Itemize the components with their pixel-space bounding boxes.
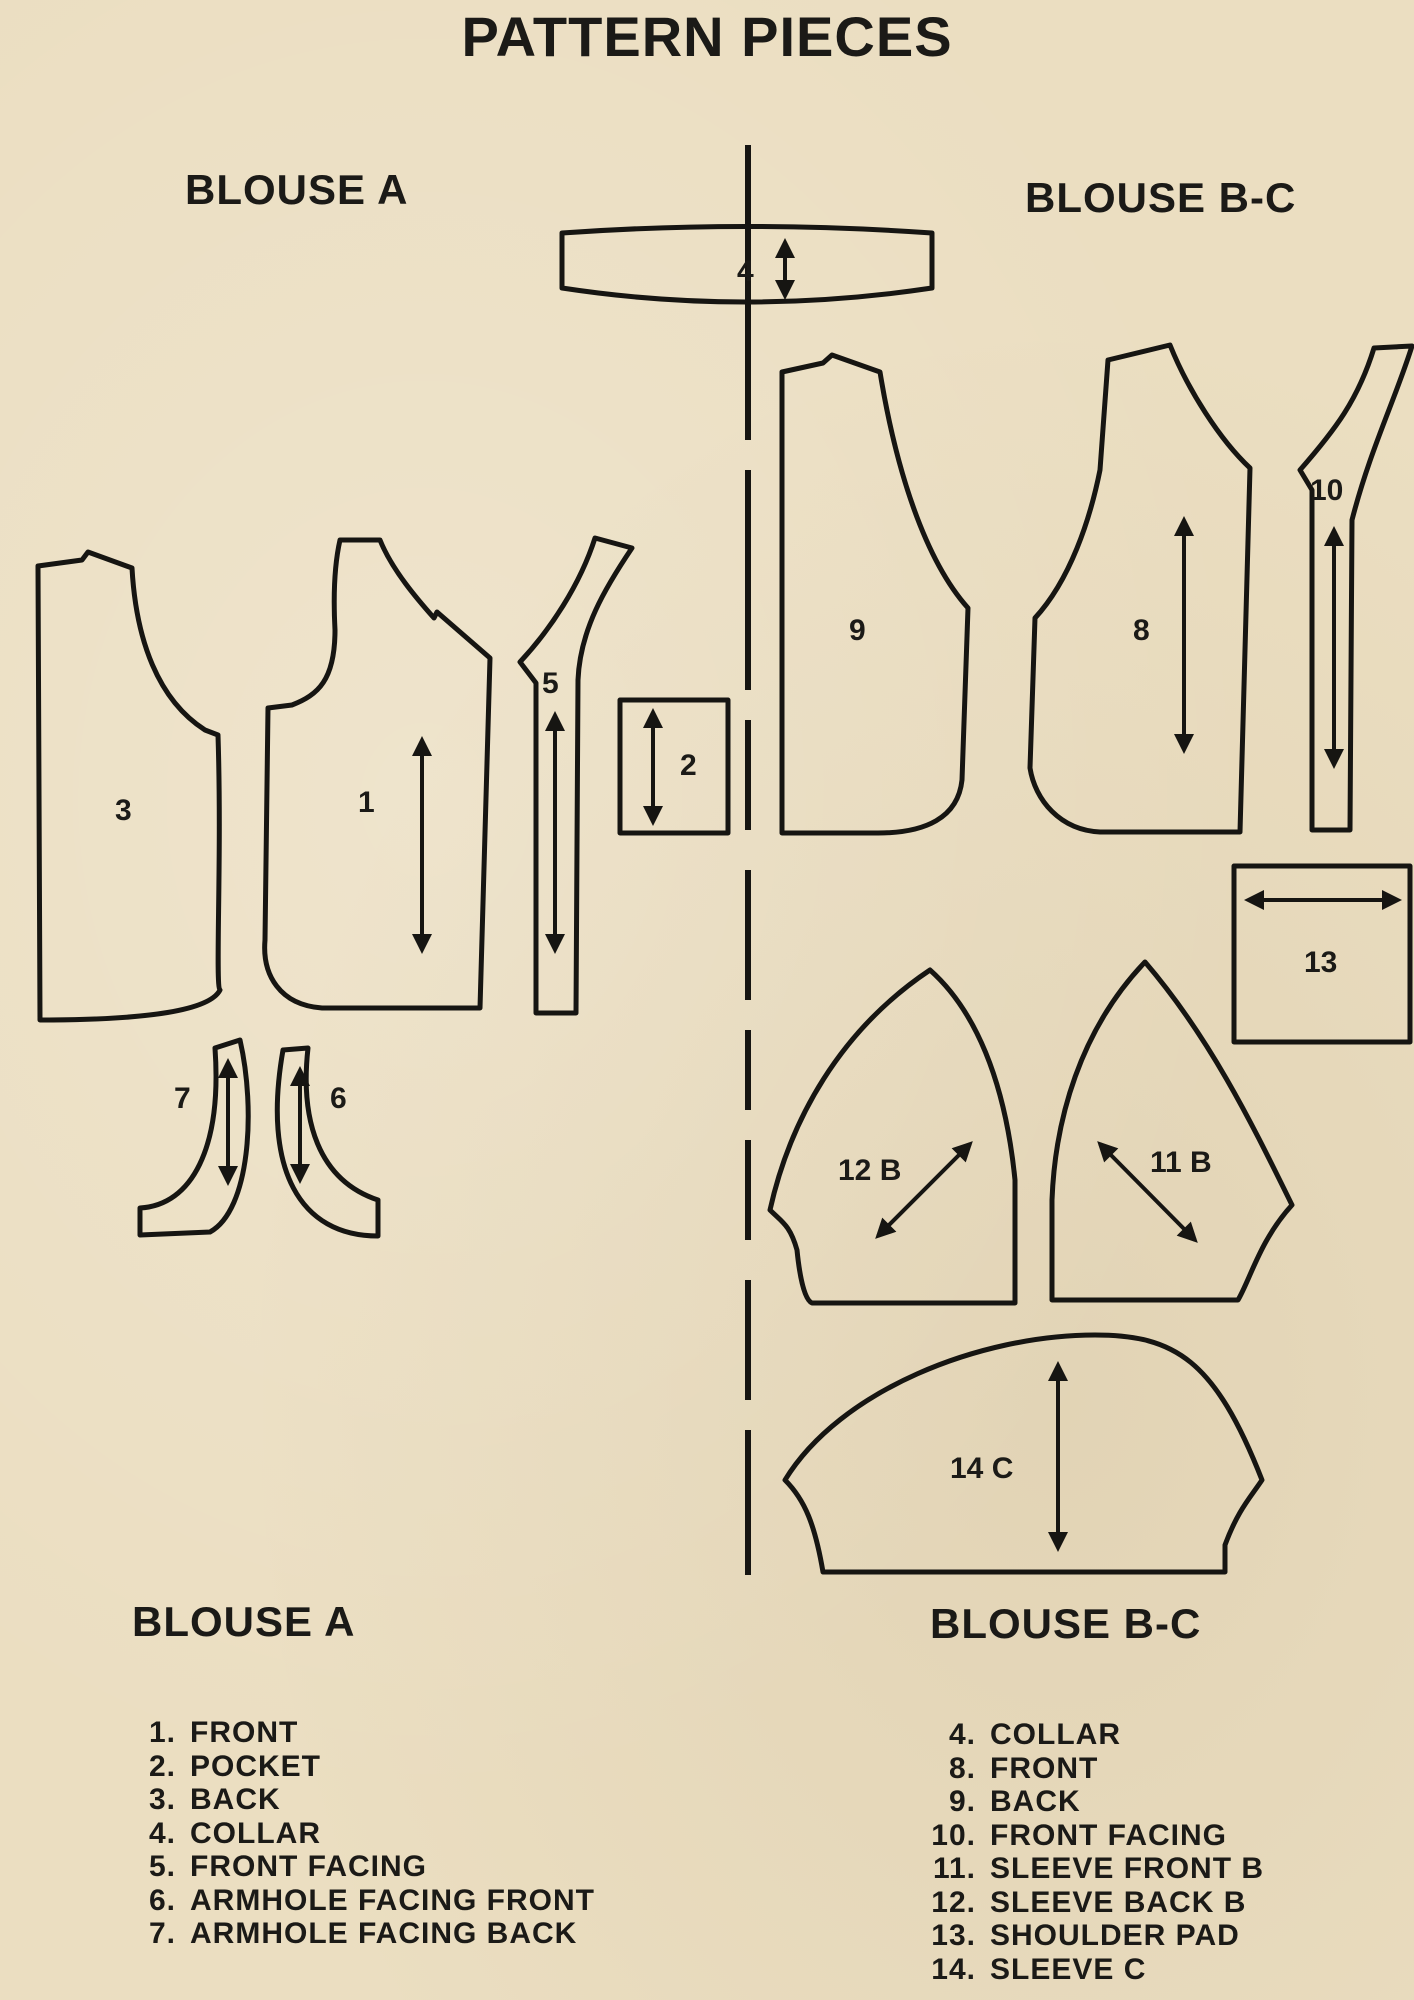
legend-item: 11.SLEEVE FRONT B [932, 1852, 1265, 1885]
legend-list-blouse-bc: 4.COLLAR 8.FRONT 9.BACK 10.FRONT FACING … [930, 1718, 1264, 1986]
legend-item: 9.BACK [948, 1785, 1081, 1818]
piece-label-13: 13 [1304, 946, 1337, 979]
piece-4-collar: 4 [559, 224, 935, 305]
legend-item: 12.SLEEVE BACK B [931, 1885, 1247, 1919]
piece-1-front: 1 [262, 537, 493, 1011]
legend-item: 3.BACK [148, 1783, 281, 1816]
piece-label-10: 10 [1310, 474, 1343, 507]
piece-label-12b: 12 B [838, 1154, 901, 1187]
piece-label-5: 5 [542, 667, 559, 700]
piece-9-back: 9 [779, 352, 971, 836]
piece-label-3: 3 [115, 794, 132, 827]
piece-label-7: 7 [174, 1082, 191, 1115]
legend-item: 8.FRONT [948, 1751, 1099, 1785]
piece-13-shoulder-pad: 13 [1231, 863, 1413, 1045]
legend-item: 7.ARMHOLE FACING BACK [148, 1917, 578, 1950]
legend-item: 4.COLLAR [948, 1718, 1121, 1751]
piece-8-front: 8 [1027, 342, 1253, 835]
legend-item: 10.FRONT FACING [931, 1818, 1227, 1852]
piece-10-front-facing: 10 [1297, 343, 1414, 833]
piece-11b-sleeve-front: 11 B [1049, 959, 1295, 1303]
legend-header-blouse-a: BLOUSE A [132, 1598, 356, 1645]
legend-item: 1.FRONT [148, 1716, 299, 1749]
legend-header-blouse-bc: BLOUSE B-C [930, 1600, 1202, 1647]
section-header-blouse-bc: BLOUSE B-C [1025, 174, 1297, 221]
legend-item: 2.POCKET [148, 1749, 322, 1783]
piece-label-9: 9 [849, 614, 866, 647]
piece-label-14c: 14 C [950, 1452, 1013, 1485]
piece-14c-sleeve: 14 C [782, 1332, 1265, 1575]
page-title: PATTERN PIECES [461, 5, 953, 68]
legend-item: 4.COLLAR [148, 1816, 321, 1850]
legend-list-blouse-a: 1.FRONT 2.POCKET 3.BACK 4.COLLAR 5.FRONT… [130, 1716, 595, 1951]
piece-label-4: 4 [737, 255, 754, 288]
legend-item: 5.FRONT FACING [148, 1850, 427, 1883]
piece-7-armhole-facing-back: 7 [137, 1037, 251, 1238]
legend-item: 6.ARMHOLE FACING FRONT [148, 1883, 595, 1917]
piece-3-back: 3 [35, 549, 223, 1023]
piece-6-armhole-facing-front: 6 [274, 1045, 381, 1239]
section-header-blouse-a: BLOUSE A [185, 166, 409, 213]
piece-label-11b: 11 B [1150, 1146, 1212, 1179]
legend-item: 13.SHOULDER PAD [931, 1919, 1240, 1952]
piece-12b-sleeve-back: 12 B [767, 967, 1018, 1306]
legend-item: 14.SLEEVE C [931, 1952, 1147, 1986]
piece-2-pocket: 2 [617, 697, 731, 836]
piece-5-front-facing: 5 [517, 535, 635, 1016]
piece-label-8: 8 [1133, 614, 1150, 647]
piece-label-2: 2 [680, 749, 697, 782]
piece-label-6: 6 [330, 1082, 347, 1115]
piece-label-1: 1 [358, 786, 375, 819]
